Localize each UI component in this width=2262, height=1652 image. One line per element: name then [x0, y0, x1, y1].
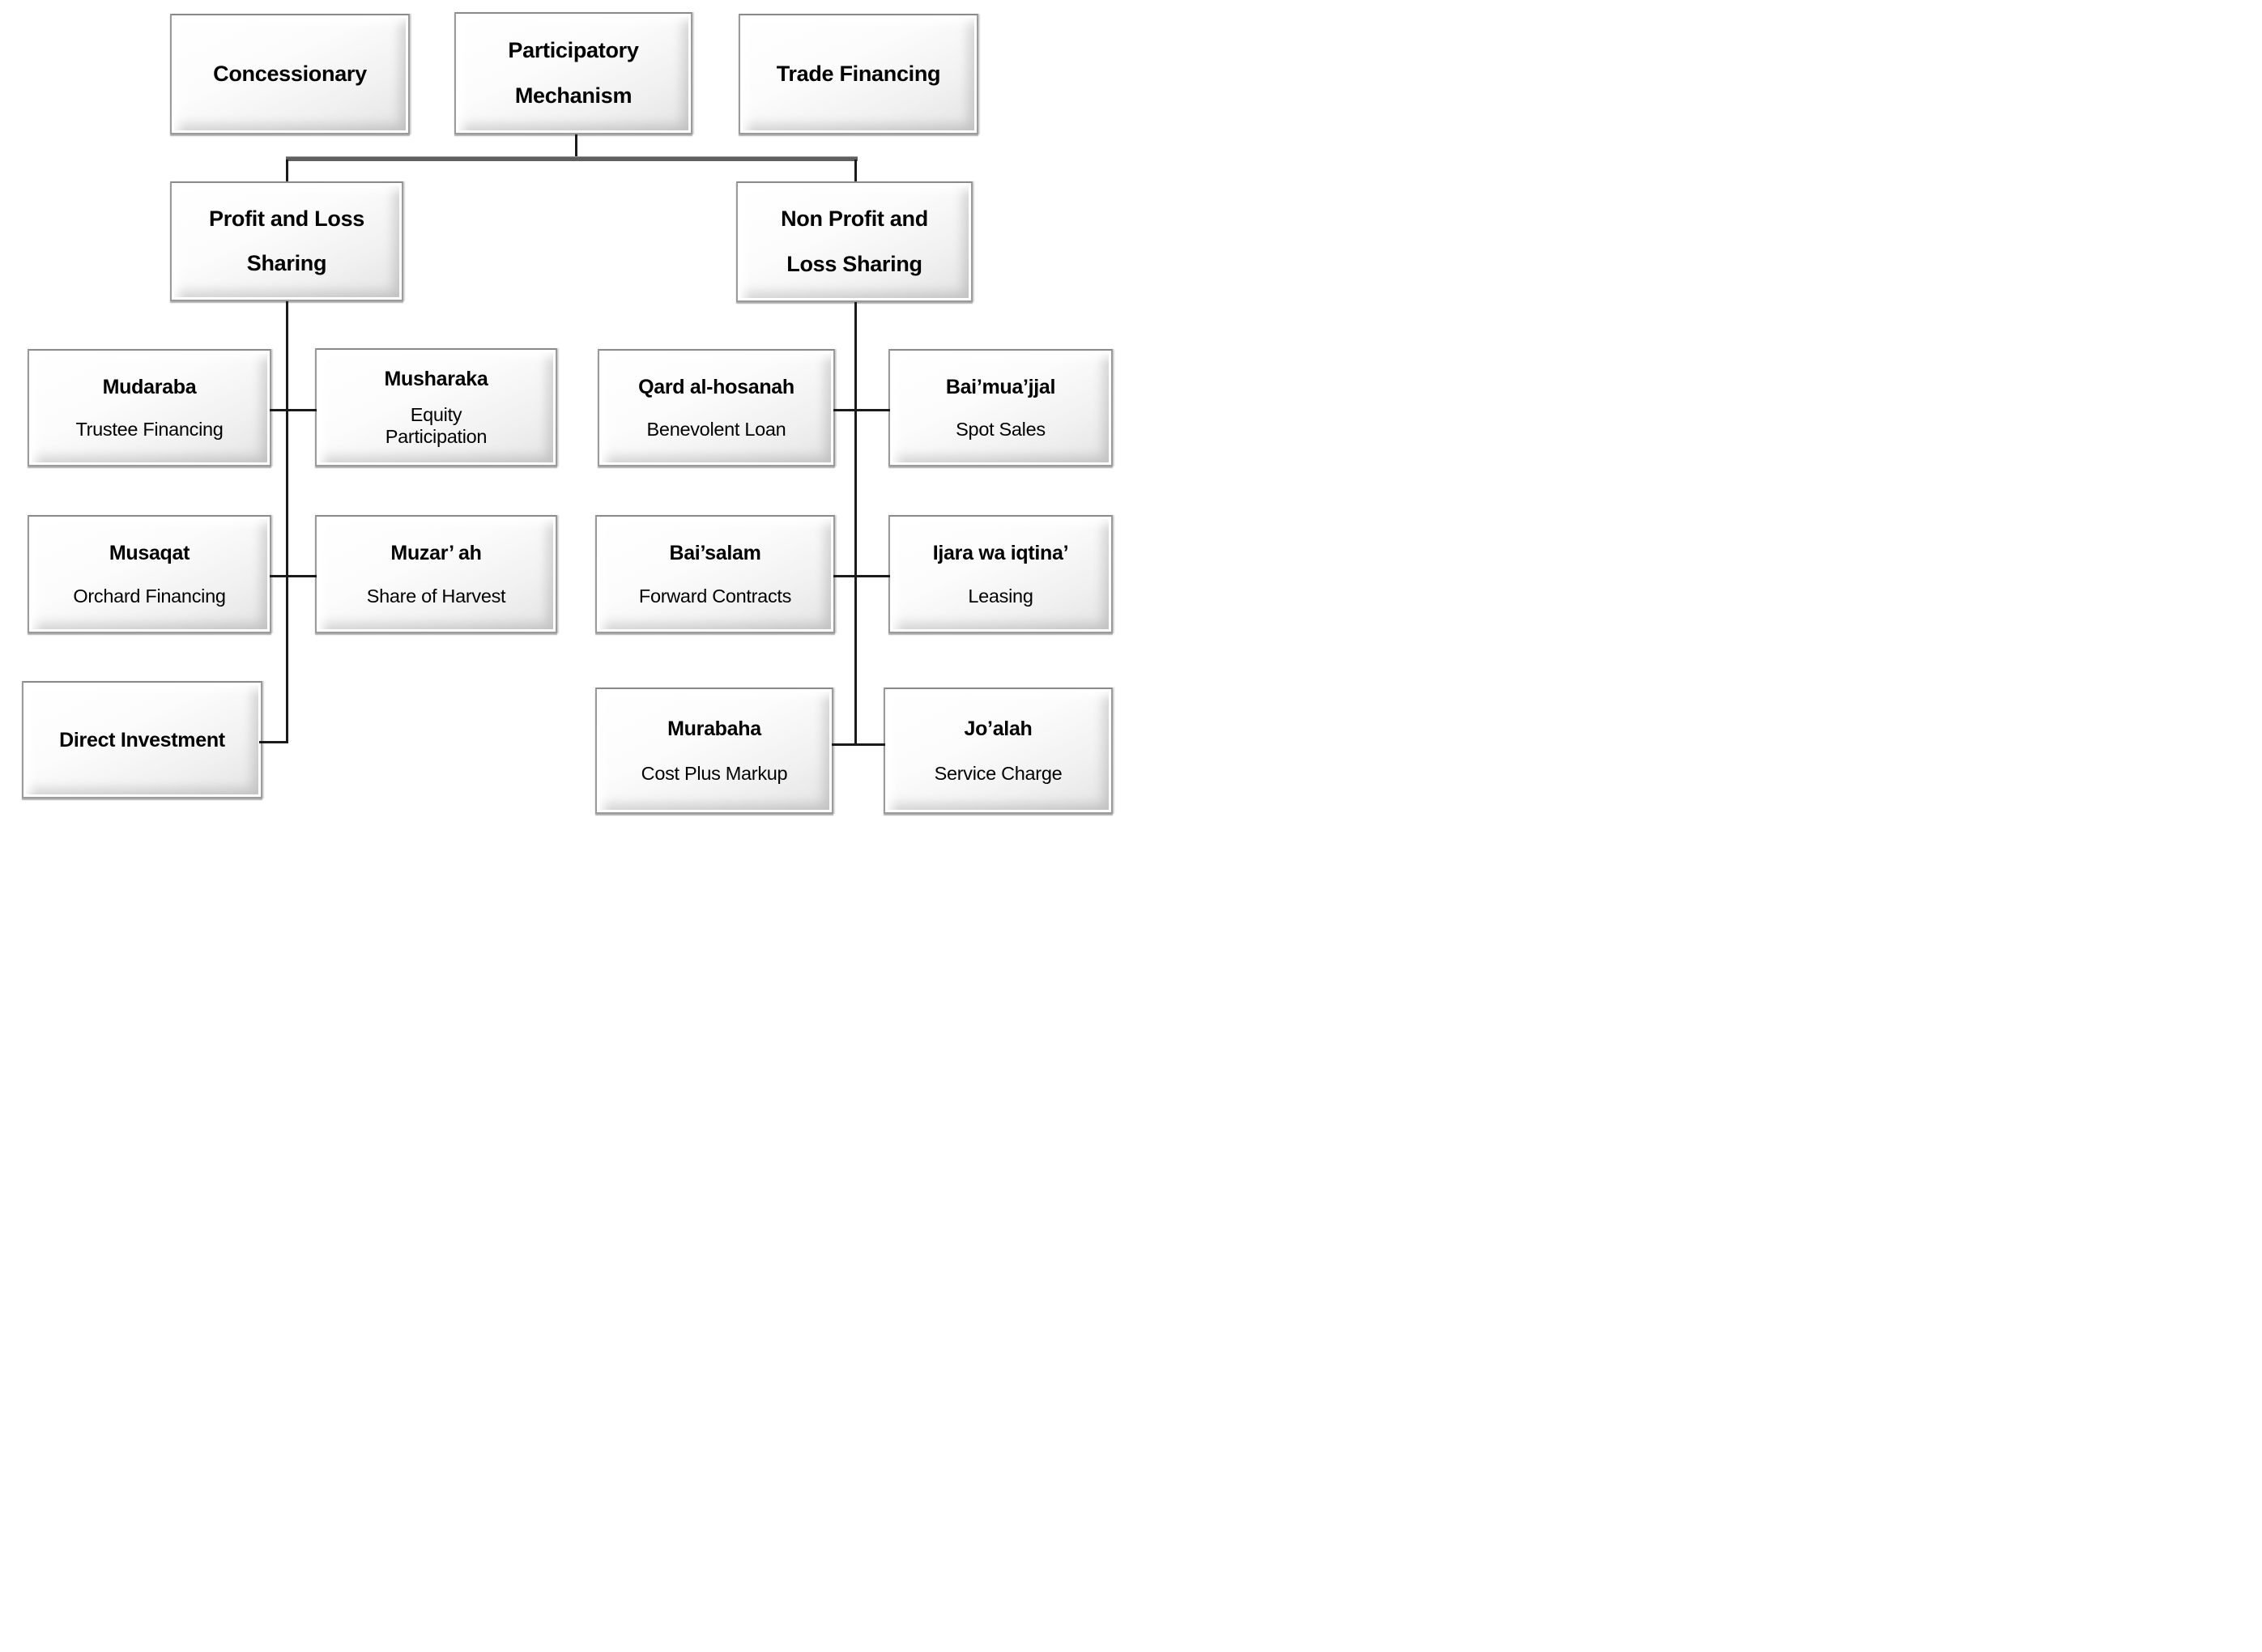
- node-subtitle: Equity Participation: [385, 403, 488, 447]
- node-bai-muajjal: Bai’mua’jjal Spot Sales: [888, 349, 1113, 466]
- node-title: Non Profit and Loss Sharing: [781, 206, 928, 276]
- node-subtitle: Benevolent Loan: [646, 418, 786, 440]
- connector-direct-investment-elbow: [259, 741, 288, 743]
- node-title: Bai’salam: [669, 542, 761, 565]
- node-title: Muzar’ ah: [390, 542, 482, 565]
- node-title: Murabaha: [667, 717, 761, 740]
- node-title: Qard al-hosanah: [638, 375, 794, 398]
- node-title: Jo’alah: [964, 717, 1033, 740]
- node-qard-al-hosanah: Qard al-hosanah Benevolent Loan: [598, 349, 835, 466]
- connector-left-trunk: [286, 301, 288, 743]
- node-title: Trade Financing: [776, 61, 941, 86]
- node-title: Direct Investment: [59, 728, 225, 751]
- node-subtitle: Spot Sales: [956, 418, 1046, 440]
- node-title: Participatory Mechanism: [508, 38, 639, 108]
- node-concessionary: Concessionary: [170, 14, 410, 134]
- connector-right-trunk: [854, 302, 857, 746]
- connector-bus-left-stub: [286, 160, 288, 182]
- node-title: Profit and Loss Sharing: [208, 206, 364, 275]
- node-bai-salam: Bai’salam Forward Contracts: [595, 515, 835, 633]
- node-subtitle: Service Charge: [934, 763, 1063, 785]
- node-murabaha: Murabaha Cost Plus Markup: [595, 688, 833, 814]
- connector-murabaha-joalah: [832, 743, 885, 746]
- node-musharaka: Musharaka Equity Participation: [315, 348, 557, 466]
- node-trade-financing: Trade Financing: [739, 14, 978, 134]
- node-subtitle: Trustee Financing: [75, 418, 224, 440]
- connector-bus-right-stub: [854, 160, 857, 182]
- node-muzar-ah: Muzar’ ah Share of Harvest: [315, 515, 557, 633]
- connector-participatory-stem: [575, 134, 577, 159]
- connector-mudaraba-musharaka: [270, 409, 317, 411]
- node-subtitle: Share of Harvest: [366, 585, 506, 607]
- connector-baisalam-ijara: [833, 575, 890, 577]
- node-subtitle: Cost Plus Markup: [641, 763, 788, 785]
- node-title: Musharaka: [384, 368, 488, 391]
- node-musaqat: Musaqat Orchard Financing: [28, 515, 271, 633]
- node-subtitle: Leasing: [968, 585, 1033, 607]
- node-joalah: Jo’alah Service Charge: [884, 688, 1113, 814]
- node-title: Musaqat: [109, 542, 190, 565]
- node-direct-investment: Direct Investment: [22, 681, 262, 798]
- connector-musaqat-muzarah: [270, 575, 317, 577]
- node-non-profit-and-loss-sharing: Non Profit and Loss Sharing: [736, 181, 973, 302]
- node-subtitle: Forward Contracts: [638, 585, 792, 607]
- connector-qard-baimuajjal: [833, 409, 890, 411]
- node-title: Concessionary: [213, 61, 367, 86]
- node-ijara-wa-iqtina: Ijara wa iqtina’ Leasing: [888, 515, 1113, 633]
- node-title: Bai’mua’jjal: [945, 375, 1056, 398]
- node-participatory-mechanism: Participatory Mechanism: [454, 12, 692, 134]
- connector-top-bus: [286, 156, 858, 161]
- finance-mechanisms-diagram: Concessionary Participatory Mechanism Tr…: [0, 0, 1131, 826]
- node-title: Mudaraba: [102, 375, 197, 398]
- node-profit-and-loss-sharing: Profit and Loss Sharing: [170, 181, 403, 301]
- node-subtitle: Orchard Financing: [73, 585, 226, 607]
- node-title: Ijara wa iqtina’: [932, 542, 1069, 565]
- node-mudaraba: Mudaraba Trustee Financing: [28, 349, 271, 466]
